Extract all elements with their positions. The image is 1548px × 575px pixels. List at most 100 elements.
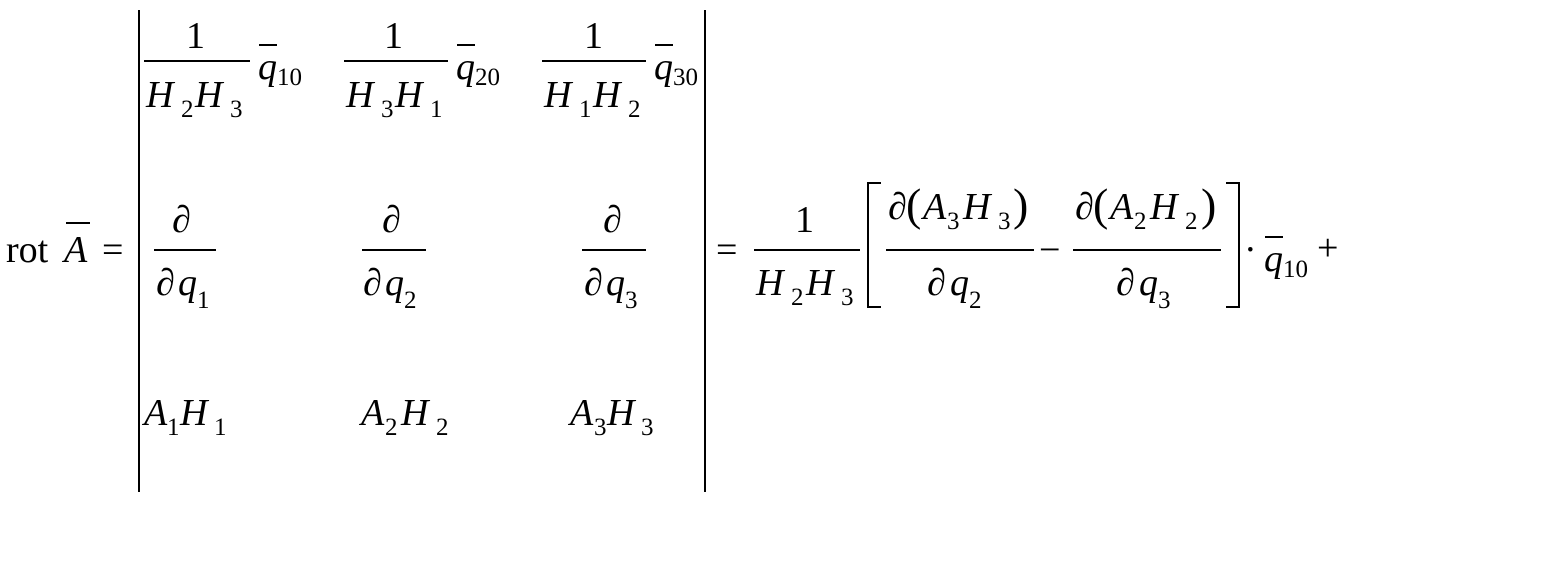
term1-h: H bbox=[963, 186, 991, 228]
r2c1-den-d: ∂ bbox=[156, 262, 175, 304]
dot-operator: · bbox=[1244, 229, 1257, 271]
rot-operator: rot bbox=[6, 229, 49, 271]
rhs-unit-sub: 10 bbox=[1283, 256, 1308, 283]
rhs-coef-den-h2-sub: 3 bbox=[841, 284, 854, 311]
r1c1-unit-sub: 10 bbox=[277, 64, 302, 91]
r3c2-a-sub: 2 bbox=[385, 414, 398, 441]
r2c1-den-q: q bbox=[178, 262, 197, 304]
r3c1-h: H bbox=[180, 392, 208, 434]
r1c3-fraction-bar bbox=[542, 60, 646, 62]
r3c1-a: A bbox=[144, 392, 168, 434]
left-bracket-bottom bbox=[867, 306, 881, 308]
r1c3-unit-q: q bbox=[654, 46, 673, 88]
rhs-coef-numerator: 1 bbox=[795, 199, 814, 241]
r1c3-den-h: H bbox=[544, 74, 572, 116]
r1c3-den-h2-sub: 2 bbox=[628, 96, 641, 123]
minus-sign: − bbox=[1039, 229, 1061, 271]
term2-den-sub: 3 bbox=[1158, 287, 1171, 314]
r1c2-numerator: 1 bbox=[384, 15, 403, 57]
r1c2-fraction-bar bbox=[344, 60, 448, 62]
term2-den-d: ∂ bbox=[1116, 262, 1135, 304]
term1-den-q: q bbox=[950, 262, 969, 304]
equals-sign: = bbox=[102, 229, 124, 271]
r1c1-numerator: 1 bbox=[186, 15, 205, 57]
vector-overline bbox=[66, 222, 90, 224]
r3c1-h-sub: 1 bbox=[214, 414, 227, 441]
r1c1-den-h-sub: 2 bbox=[181, 96, 194, 123]
term2-fraction-bar bbox=[1073, 249, 1221, 251]
term1-den-sub: 2 bbox=[969, 287, 982, 314]
r2c3-den-sub: 3 bbox=[625, 287, 638, 314]
r2c1-den-sub: 1 bbox=[197, 287, 210, 314]
term2-den-q: q bbox=[1139, 262, 1158, 304]
r1c3-unit-overline bbox=[655, 44, 673, 46]
r2c1-numerator: ∂ bbox=[172, 199, 191, 241]
term2-left-paren: ( bbox=[1093, 179, 1109, 230]
r1c2-den-h2: H bbox=[395, 74, 423, 116]
r2c2-den-d: ∂ bbox=[363, 262, 382, 304]
rhs-equals-sign: = bbox=[716, 229, 738, 271]
r1c2-den-h-sub: 3 bbox=[381, 96, 394, 123]
rhs-coef-den-h-sub: 2 bbox=[791, 284, 804, 311]
determinant-right-bar bbox=[704, 10, 706, 492]
r2c1-fraction-bar bbox=[154, 249, 216, 251]
r1c2-den-h: H bbox=[346, 74, 374, 116]
rhs-coef-fraction-bar bbox=[754, 249, 860, 251]
left-bracket-top bbox=[867, 182, 881, 184]
r1c3-unit-sub: 30 bbox=[673, 64, 698, 91]
term1-a-sub: 3 bbox=[947, 208, 960, 235]
term1-num-d: ∂ bbox=[888, 186, 907, 228]
r3c2-h: H bbox=[401, 392, 429, 434]
term1-right-paren: ) bbox=[1013, 179, 1029, 230]
r2c2-numerator: ∂ bbox=[382, 199, 401, 241]
rhs-coef-den-h: H bbox=[756, 262, 784, 304]
vector-a: A bbox=[64, 229, 88, 271]
r3c3-h-sub: 3 bbox=[641, 414, 654, 441]
r2c3-numerator: ∂ bbox=[603, 199, 622, 241]
rhs-unit-q: q bbox=[1264, 238, 1283, 280]
term1-a: A bbox=[923, 186, 947, 228]
r1c1-fraction-bar bbox=[144, 60, 250, 62]
rhs-coef-den-h2: H bbox=[806, 262, 834, 304]
term1-left-paren: ( bbox=[906, 179, 922, 230]
right-bracket-bottom bbox=[1226, 306, 1240, 308]
r3c3-h: H bbox=[607, 392, 635, 434]
r2c2-fraction-bar bbox=[362, 249, 426, 251]
r1c1-unit-q: q bbox=[258, 46, 277, 88]
r1c1-den-h: H bbox=[146, 74, 174, 116]
r2c2-den-sub: 2 bbox=[404, 287, 417, 314]
term2-a: A bbox=[1110, 186, 1134, 228]
r1c3-numerator: 1 bbox=[584, 15, 603, 57]
r2c3-fraction-bar bbox=[582, 249, 646, 251]
r1c1-den-h2: H bbox=[195, 74, 223, 116]
right-bracket-stem bbox=[1238, 182, 1240, 308]
term2-right-paren: ) bbox=[1201, 179, 1217, 230]
r1c1-den-h2-sub: 3 bbox=[230, 96, 243, 123]
r3c3-a: A bbox=[570, 392, 594, 434]
r1c1-unit-overline bbox=[259, 44, 277, 46]
r1c3-den-h2: H bbox=[593, 74, 621, 116]
term1-den-d: ∂ bbox=[927, 262, 946, 304]
term2-h: H bbox=[1150, 186, 1178, 228]
r1c2-unit-overline bbox=[457, 44, 475, 46]
r1c2-unit-sub: 20 bbox=[475, 64, 500, 91]
term2-h-sub: 2 bbox=[1185, 208, 1198, 235]
r2c3-den-d: ∂ bbox=[584, 262, 603, 304]
r1c2-den-h2-sub: 1 bbox=[430, 96, 443, 123]
term2-num-d: ∂ bbox=[1075, 186, 1094, 228]
r2c2-den-q: q bbox=[385, 262, 404, 304]
term1-fraction-bar bbox=[886, 249, 1034, 251]
plus-sign: + bbox=[1317, 227, 1339, 269]
term1-h-sub: 3 bbox=[998, 208, 1011, 235]
left-bracket-stem bbox=[867, 182, 869, 308]
right-bracket-top bbox=[1226, 182, 1240, 184]
rhs-unit-overline bbox=[1265, 236, 1283, 238]
r1c2-unit-q: q bbox=[456, 46, 475, 88]
determinant-left-bar bbox=[138, 10, 140, 492]
r3c2-a: A bbox=[361, 392, 385, 434]
r3c1-a-sub: 1 bbox=[167, 414, 180, 441]
r3c3-a-sub: 3 bbox=[594, 414, 607, 441]
r2c3-den-q: q bbox=[606, 262, 625, 304]
r3c2-h-sub: 2 bbox=[436, 414, 449, 441]
